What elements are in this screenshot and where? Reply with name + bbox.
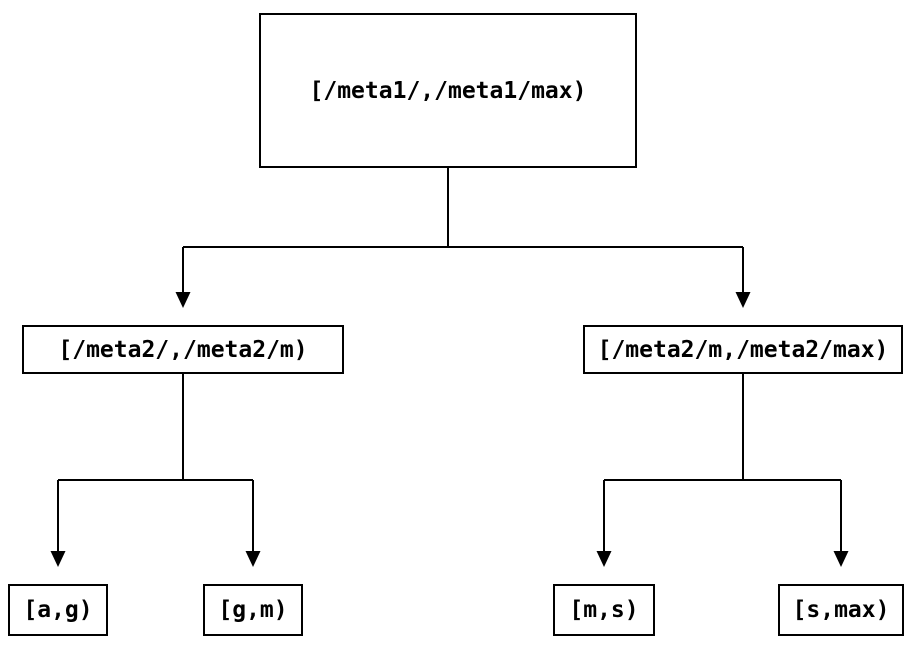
node-root-label: [/meta1/,/meta1/max) xyxy=(309,77,587,104)
node-leaf-ag: [a,g) xyxy=(8,584,108,636)
arrow-down-icon xyxy=(175,292,191,308)
edge-right-children xyxy=(603,374,842,551)
arrow-down-icon xyxy=(833,551,849,567)
arrow-down-icon xyxy=(50,551,66,567)
node-left-subrange: [/meta2/,/meta2/m) xyxy=(22,325,344,374)
node-leaf-smax: [s,max) xyxy=(778,584,904,636)
node-left-label: [/meta2/,/meta2/m) xyxy=(58,336,308,363)
arrow-down-icon xyxy=(596,551,612,567)
node-leaf-gm: [g,m) xyxy=(203,584,303,636)
edge-left-children xyxy=(57,374,254,551)
node-leaf-smax-label: [s,max) xyxy=(792,597,890,623)
node-right-label: [/meta2/m,/meta2/max) xyxy=(597,336,889,363)
node-leaf-gm-label: [g,m) xyxy=(218,597,288,623)
node-right-subrange: [/meta2/m,/meta2/max) xyxy=(583,325,903,374)
arrow-down-icon xyxy=(735,292,751,308)
arrow-down-icon xyxy=(245,551,261,567)
node-root: [/meta1/,/meta1/max) xyxy=(259,13,637,168)
node-leaf-ms: [m,s) xyxy=(553,584,655,636)
node-leaf-ms-label: [m,s) xyxy=(569,597,639,623)
edge-root-children xyxy=(182,168,744,292)
node-leaf-ag-label: [a,g) xyxy=(23,597,93,623)
